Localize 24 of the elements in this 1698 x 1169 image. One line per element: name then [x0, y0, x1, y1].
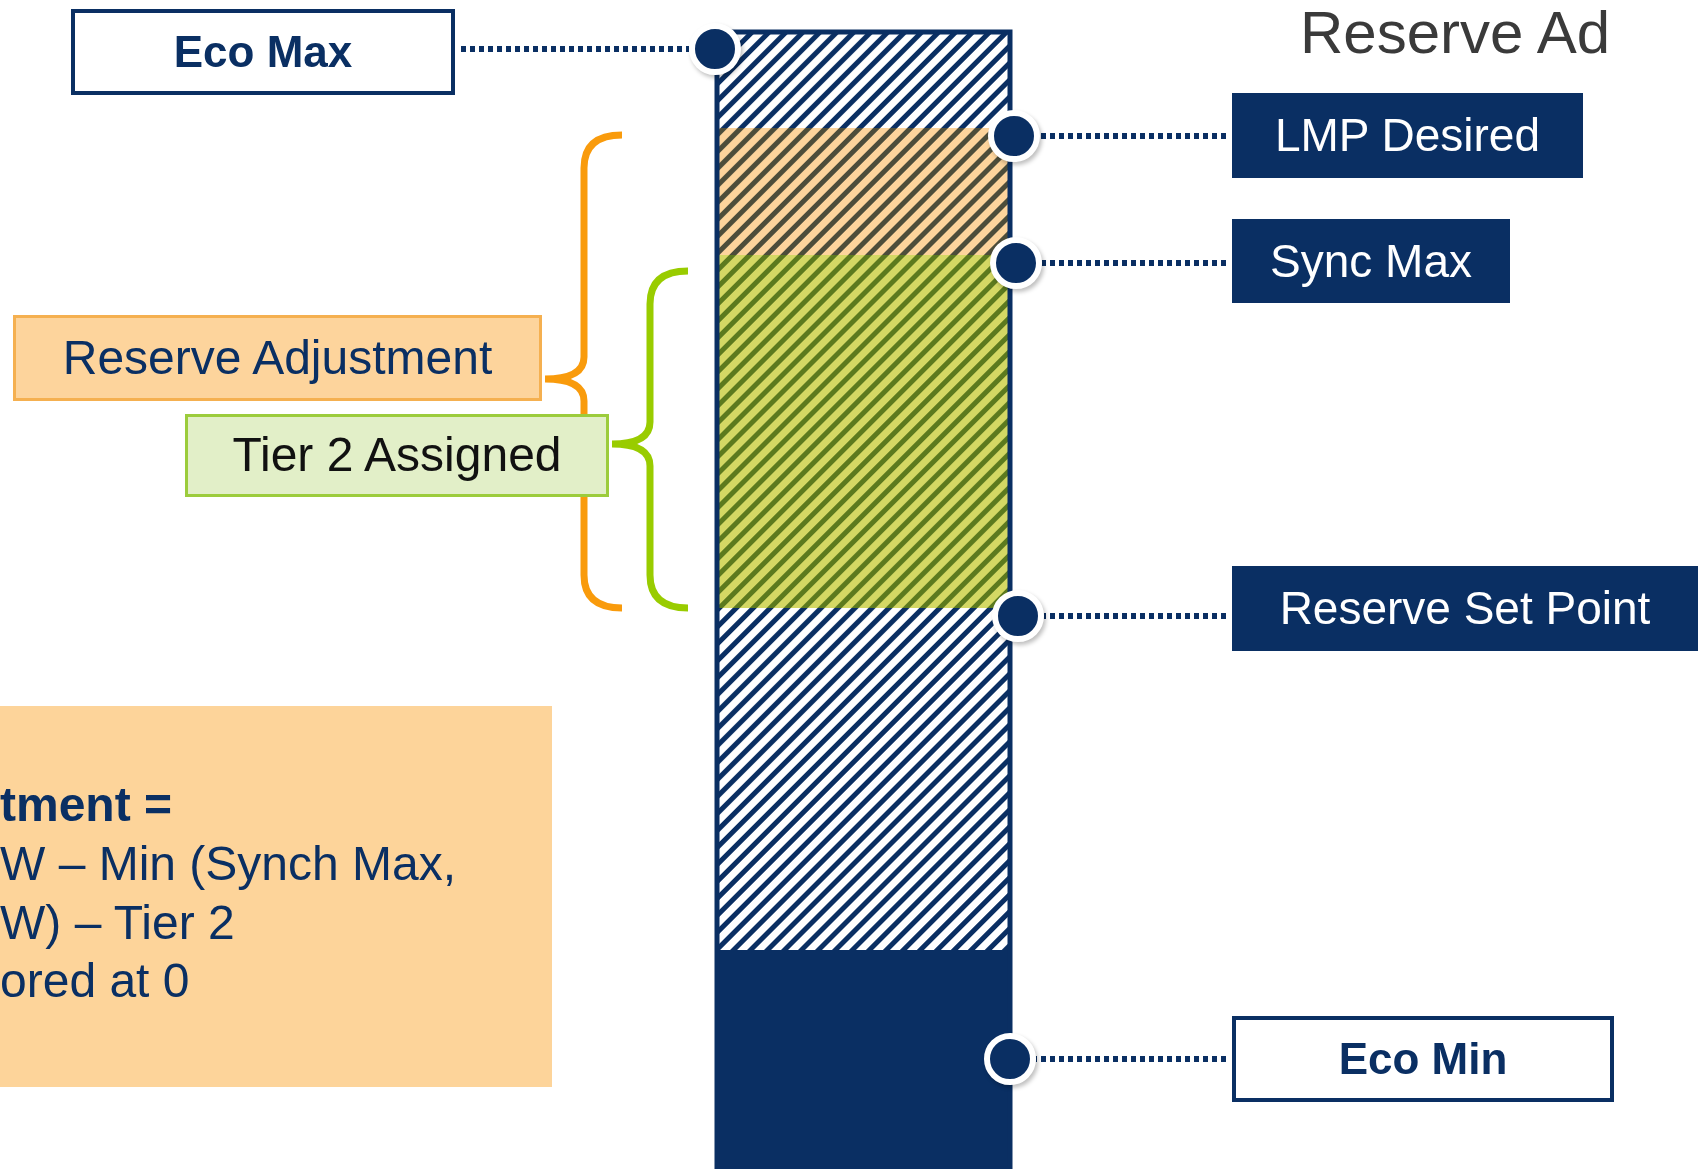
- leader-line: [1044, 613, 1226, 619]
- label-box: [1232, 93, 1583, 178]
- leader-line: [1042, 260, 1226, 266]
- leader-line: [461, 46, 689, 52]
- label-box: [71, 9, 455, 95]
- title: Reserve Ad: [1300, 0, 1611, 67]
- label-text: Reserve Adjustment: [62, 329, 493, 386]
- label-box: [1232, 566, 1698, 651]
- formula-box: [0, 706, 552, 1087]
- formula-line: ored at 0: [0, 953, 190, 1010]
- formula-heading: tment =: [0, 777, 173, 834]
- label-box: [1232, 1016, 1614, 1102]
- label-box: [1232, 219, 1510, 303]
- label-box: [13, 315, 542, 401]
- label-text: Eco Min: [1338, 1033, 1508, 1086]
- label-text: Tier 2 Assigned: [232, 427, 562, 484]
- formula-line: W) – Tier 2: [0, 894, 235, 951]
- label-text: Reserve Set Point: [1279, 581, 1651, 637]
- leader-line: [1040, 133, 1226, 139]
- label-box: [185, 414, 609, 497]
- label-text: Eco Max: [173, 26, 353, 79]
- formula-line: W – Min (Synch Max,: [0, 835, 457, 892]
- label-text: LMP Desired: [1274, 108, 1540, 164]
- label-text: Sync Max: [1270, 233, 1472, 289]
